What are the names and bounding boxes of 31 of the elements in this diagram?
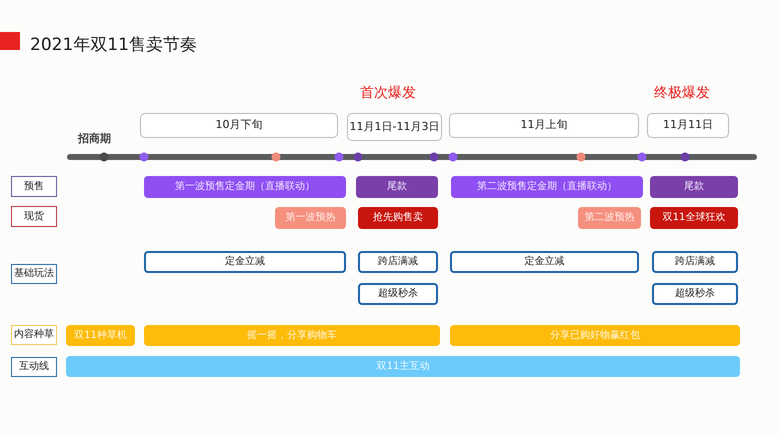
presale-bar: 第二波预售定金期（直播联动） — [451, 176, 643, 198]
row-label-box: 内容种草 — [11, 325, 57, 345]
gameplay-box: 定金立减 — [450, 251, 639, 273]
highlight-label: 首次爆发 — [360, 84, 416, 102]
row-label-box: 现货 — [11, 206, 57, 227]
final-payment-bar: 尾款 — [650, 176, 738, 198]
content-bar: 分享已购好物赢红包 — [450, 325, 740, 346]
period-box: 11月上旬 — [449, 113, 639, 138]
warmup-bar: 第二波预热 — [578, 207, 641, 229]
final-payment-bar: 尾款 — [356, 176, 438, 198]
gameplay-box: 超级秒杀 — [652, 283, 738, 305]
period-box: 11月1日-11月3日 — [347, 113, 442, 141]
gameplay-box: 定金立减 — [144, 251, 346, 273]
row-label-box: 预售 — [11, 176, 57, 197]
phase-label: 招商期 — [78, 131, 111, 146]
row-label-box: 互动线 — [11, 357, 57, 377]
gameplay-box: 跨店满减 — [358, 251, 438, 273]
warmup-bar: 第一波预热 — [275, 207, 346, 229]
period-box: 10月下旬 — [140, 113, 338, 138]
title: 2021年双11售卖节奏 — [30, 34, 197, 56]
gameplay-box: 跨店满减 — [652, 251, 738, 273]
gameplay-box: 超级秒杀 — [358, 283, 438, 305]
sale-bar: 双11全球狂欢 — [650, 207, 738, 229]
content-bar: 双11种草机 — [66, 325, 135, 346]
presale-bar: 第一波预售定金期（直播联动） — [144, 176, 346, 198]
content-bar: 摇一摇，分享购物车 — [144, 325, 440, 346]
highlight-label: 终极爆发 — [654, 84, 710, 102]
interaction-bar: 双11主互动 — [66, 356, 740, 377]
period-box: 11月11日 — [647, 113, 729, 138]
row-label-box: 基础玩法 — [11, 264, 57, 284]
sale-bar: 抢先购售卖 — [358, 207, 438, 229]
